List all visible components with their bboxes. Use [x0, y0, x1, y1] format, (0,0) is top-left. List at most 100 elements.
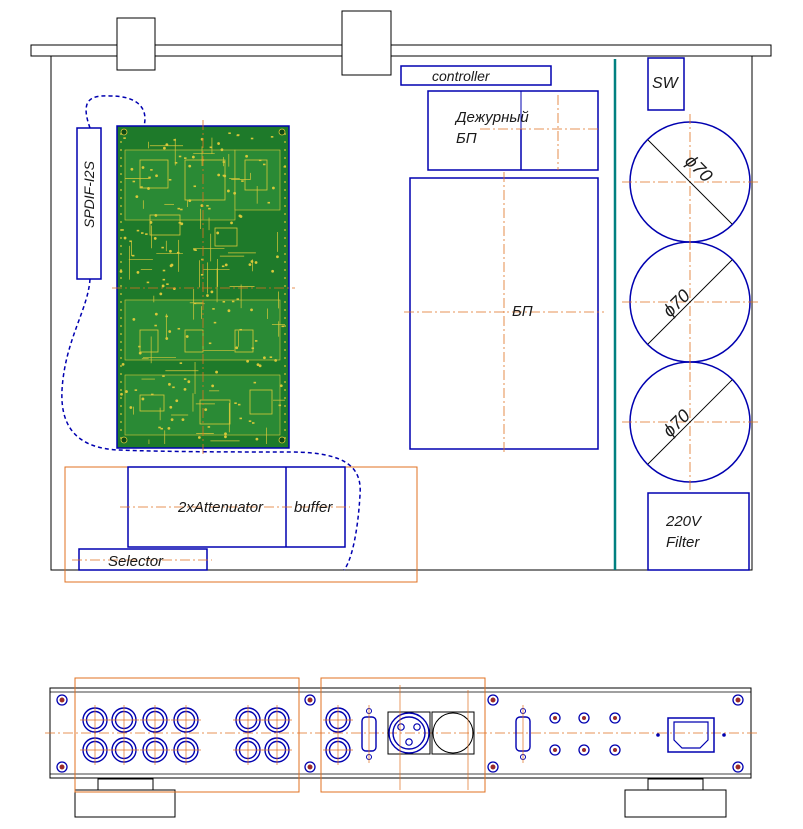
- pcb-pad: [121, 229, 124, 231]
- pcb-pad: [284, 333, 286, 335]
- panel-hole-icon: [609, 712, 621, 724]
- pcb-pad: [166, 283, 169, 285]
- pcb-pad: [271, 269, 275, 273]
- pcb-pad: [120, 269, 122, 271]
- signal-cable: [85, 95, 146, 129]
- pcb-pad: [284, 221, 286, 223]
- screw-icon: [487, 694, 499, 706]
- pcb-pad: [255, 437, 259, 441]
- xlr-pin-icon: [413, 723, 421, 731]
- pcb-pad: [284, 429, 286, 431]
- pcb-pad: [284, 229, 286, 231]
- pcb-pad: [284, 421, 286, 423]
- rca-group-outline: [74, 677, 300, 793]
- xlr-pin-icon: [405, 738, 413, 746]
- pcb-pad: [284, 317, 286, 319]
- filter-label: 220V: [665, 513, 703, 530]
- screw-icon: [59, 697, 65, 703]
- pcb-mount-hole: [278, 436, 286, 444]
- pcb-pad: [187, 380, 191, 384]
- pcb-pad: [130, 167, 134, 171]
- pcb-pad: [181, 418, 185, 422]
- pcb-pad: [155, 174, 158, 178]
- pcb-pad: [141, 397, 145, 401]
- pcb-pad: [211, 384, 215, 388]
- pcb-ic: [234, 329, 254, 353]
- pcb-pad: [208, 207, 211, 210]
- buffer-label: buffer: [294, 499, 333, 516]
- pcb-pad: [281, 325, 284, 328]
- selector-board: [78, 548, 208, 571]
- screw-icon: [735, 764, 741, 770]
- pcb-ic: [139, 159, 169, 189]
- pcb-pad: [228, 132, 231, 135]
- pcb-pad: [120, 237, 122, 239]
- pcb-pad: [284, 181, 286, 183]
- pcb-pad: [154, 324, 157, 327]
- pcb-pad: [222, 174, 226, 177]
- rail-clamp-right: [341, 10, 392, 76]
- pcb-pad: [284, 253, 286, 255]
- foot-left: [74, 789, 176, 818]
- pcb-pad: [284, 413, 286, 415]
- pcb-pad: [256, 363, 260, 367]
- pcb-pad: [224, 432, 227, 436]
- pcb-pad: [131, 254, 135, 257]
- pcb-pad: [227, 309, 231, 313]
- capacitor: ϕ70: [622, 114, 758, 250]
- panel-hole-icon: [549, 744, 561, 756]
- pcb-pad: [178, 155, 182, 158]
- pcb-pad: [121, 362, 125, 366]
- pcb-pad: [231, 300, 235, 303]
- pcb-pad: [234, 402, 237, 404]
- pcb-pad: [284, 365, 286, 367]
- pcb-pad: [193, 302, 197, 305]
- pcb-pad: [180, 222, 184, 226]
- screw-icon: [307, 697, 313, 703]
- pcb-pad: [120, 325, 122, 327]
- pcb-pad: [120, 221, 122, 223]
- screw-icon: [490, 764, 496, 770]
- pcb-pad: [197, 436, 201, 439]
- pcb-pad: [162, 375, 165, 377]
- pcb-pad: [237, 403, 241, 406]
- pcb-pad: [161, 246, 164, 249]
- pcb-pad: [239, 417, 242, 420]
- pcb-pad: [120, 333, 122, 335]
- pcb-components: [119, 128, 287, 444]
- rear-view: [45, 677, 758, 818]
- screw-icon: [304, 761, 316, 773]
- capacitors: ϕ70 ϕ70 ϕ70: [622, 114, 758, 490]
- pcb-pad: [180, 208, 183, 211]
- pcb-pad: [135, 195, 139, 199]
- pcb-pad: [120, 157, 122, 159]
- main-psu-label: БП: [512, 303, 533, 320]
- pcb-pad: [215, 370, 218, 374]
- pcb-pad: [146, 281, 150, 284]
- pcb-pad: [191, 155, 195, 159]
- pcb-pad: [284, 189, 286, 191]
- pcb-pad: [120, 165, 122, 167]
- pcb-pad: [206, 294, 209, 297]
- pcb-pad: [120, 285, 122, 287]
- power-switch: [647, 57, 685, 111]
- pcb-pad: [162, 278, 166, 281]
- standby-psu-label: БП: [456, 130, 477, 147]
- pcb-pad: [120, 205, 122, 207]
- pcb-pad: [148, 176, 151, 179]
- pcb-pad: [169, 405, 173, 409]
- pcb-mount-hole: [120, 436, 128, 444]
- pcb-pad: [162, 269, 166, 272]
- pcb-pad: [123, 137, 126, 139]
- pcb-pad: [284, 165, 286, 167]
- pcb-pad: [120, 341, 122, 343]
- pcb-pad: [235, 346, 239, 350]
- xlr-pin-icon: [397, 723, 405, 731]
- pcb-pad: [120, 405, 122, 407]
- pcb-pad: [120, 181, 122, 183]
- pcb-pad: [168, 382, 171, 386]
- top-view: controller SW Дежурный БП БП ϕ70: [30, 10, 772, 583]
- pcb-pad: [120, 421, 122, 423]
- capacitor-label: ϕ70: [659, 405, 694, 440]
